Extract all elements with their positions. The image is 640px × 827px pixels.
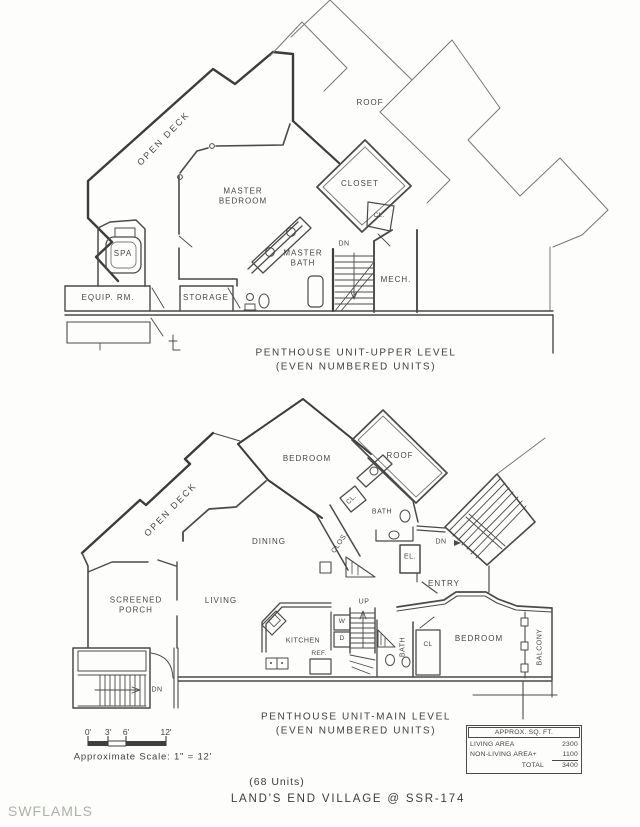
- area-summary-table: APPROX. SQ. FT. LIVING AREA 2300 NON-LIV…: [466, 725, 582, 774]
- scale-tick-6: 6': [122, 727, 130, 737]
- room-label-bedroom-right: BEDROOM: [454, 633, 504, 643]
- upper-floor-plan-drawing: [64, 0, 609, 354]
- scale-tick-0: 0': [84, 727, 92, 737]
- room-label-entry: ENTRY: [428, 578, 460, 588]
- room-label-cl-bedroom: CL: [423, 640, 433, 648]
- area-row-value: 2300: [562, 741, 578, 748]
- room-label-closet: CLOSET: [340, 178, 380, 188]
- area-row-value: 1100: [552, 750, 578, 761]
- stair-label-dn-porch: DN: [151, 686, 163, 694]
- appliance-label-dryer: D: [339, 634, 345, 642]
- stair-label-up: UP: [358, 598, 370, 606]
- room-label-el: EL.: [403, 553, 417, 561]
- appliance-label-washer: W: [338, 617, 346, 625]
- area-row-label: TOTAL: [521, 761, 544, 769]
- room-label-roof-lower: ROOF: [386, 450, 414, 460]
- room-label-screened-porch: SCREENED PORCH: [109, 595, 163, 615]
- room-label-equip-rm: EQUIP. RM.: [81, 292, 135, 302]
- room-label-mech: MECH.: [380, 274, 412, 284]
- lower-plan-caption-line1: PENTHOUSE UNIT-MAIN LEVEL: [260, 711, 452, 723]
- area-table-header: APPROX. SQ. FT.: [468, 727, 580, 738]
- area-table-row-living: LIVING AREA 2300: [470, 740, 578, 750]
- appliance-label-ref: REF.: [311, 649, 327, 657]
- footer-units-count: (68 Units): [249, 776, 305, 788]
- scale-caption: Approximate Scale: 1" = 12': [73, 751, 213, 763]
- area-table-row-nonliving: NON-LIVING AREA+ 1100: [470, 750, 578, 761]
- lower-plan-caption-line2: (EVEN NUMBERED UNITS): [275, 725, 437, 737]
- upper-plan-caption-line1: PENTHOUSE UNIT-UPPER LEVEL: [255, 347, 457, 359]
- scale-tick-12: 12': [160, 727, 172, 737]
- room-label-cl-upper: CL.: [373, 211, 385, 219]
- footer-title: LAND'S END VILLAGE @ SSR-174: [230, 793, 466, 805]
- room-label-master-bedroom: MASTER BEDROOM: [218, 186, 268, 206]
- room-label-balcony: BALCONY: [536, 628, 544, 666]
- room-label-dining: DINING: [252, 536, 286, 546]
- room-label-spa: SPA: [113, 248, 133, 258]
- room-label-storage: STORAGE: [183, 292, 229, 302]
- room-label-living: LIVING: [204, 595, 238, 605]
- scale-bar-drawing: [87, 736, 167, 747]
- room-label-kitchen: KITCHEN: [285, 637, 321, 645]
- scale-tick-3: 3': [104, 727, 112, 737]
- lower-floor-plan-drawing: [72, 398, 558, 720]
- room-label-bath-lower: BATH: [399, 636, 407, 658]
- area-row-value: 3400: [562, 761, 578, 769]
- watermark-swflamls: SWFLAMLS: [8, 803, 94, 819]
- area-row-label: LIVING AREA: [470, 741, 515, 748]
- stair-label-dn-upper: DN: [338, 240, 350, 248]
- stair-label-dn-entry: DN: [435, 538, 447, 546]
- room-label-roof-upper: ROOF: [356, 97, 384, 107]
- room-label-bath-upper: BATH: [371, 508, 393, 516]
- area-table-row-total: TOTAL 3400: [470, 761, 578, 771]
- upper-plan-caption-line2: (EVEN NUMBERED UNITS): [275, 361, 437, 373]
- room-label-master-bath: MASTER BATH: [283, 248, 323, 268]
- area-row-label: NON-LIVING AREA+: [470, 750, 537, 758]
- room-label-bedroom-top: BEDROOM: [282, 453, 332, 463]
